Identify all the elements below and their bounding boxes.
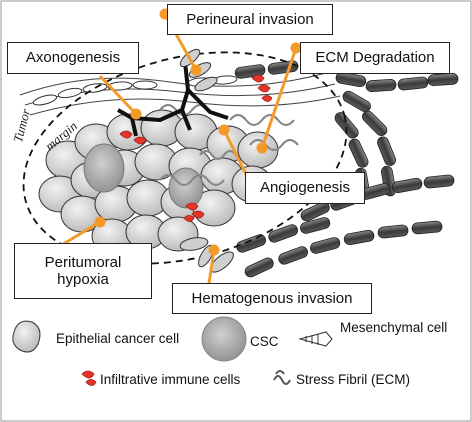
callout-angiogenesis: Angiogenesis <box>245 172 365 204</box>
callout-peritumoral-text-1: Peritumoral <box>44 253 122 271</box>
tumor-margin-outline <box>22 51 348 265</box>
stroma-cells <box>32 75 238 106</box>
callout-perineural-text: Perineural invasion <box>186 10 314 28</box>
legend-stress-fibril-glyph <box>273 370 291 385</box>
callout-axonogenesis: Axonogenesis <box>7 42 139 74</box>
legend-immune-glyph <box>81 370 97 386</box>
callout-angiogenesis-text: Angiogenesis <box>259 179 351 197</box>
callout-hematogenous-invasion: Hematogenous invasion <box>172 283 372 314</box>
callout-perineural-invasion: Perineural invasion <box>167 4 333 35</box>
callout-ecm-degradation: ECM Degradation <box>300 42 450 74</box>
legend-mesenchymal-glyph <box>298 331 333 347</box>
callout-hematogenous-text: Hematogenous invasion <box>191 289 353 307</box>
legend-stress-fibril-label: Stress Fibril (ECM) <box>296 372 410 387</box>
stress-fibrils <box>159 103 299 187</box>
legend-epithelial-label: Epithelial cancer cell <box>56 331 180 346</box>
blood-vessels <box>234 56 459 278</box>
callout-peritumoral-text-2: hypoxia <box>57 271 109 288</box>
callout-peritumoral-hypoxia: Peritumoral hypoxia <box>14 243 152 299</box>
legend-epithelial-glyph <box>12 320 41 353</box>
nerves <box>117 61 229 137</box>
legend-mesenchymal-label: Mesenchymal cell <box>340 320 448 335</box>
immune-cells <box>119 74 273 222</box>
callout-axonogenesis-text: Axonogenesis <box>25 49 121 67</box>
legend-csc-label: CSC <box>250 334 279 349</box>
callout-ecm-degradation-text: ECM Degradation <box>315 49 435 67</box>
legend-csc-glyph <box>201 316 247 362</box>
legend-immune-label: Infiltrative immune cells <box>100 372 241 387</box>
